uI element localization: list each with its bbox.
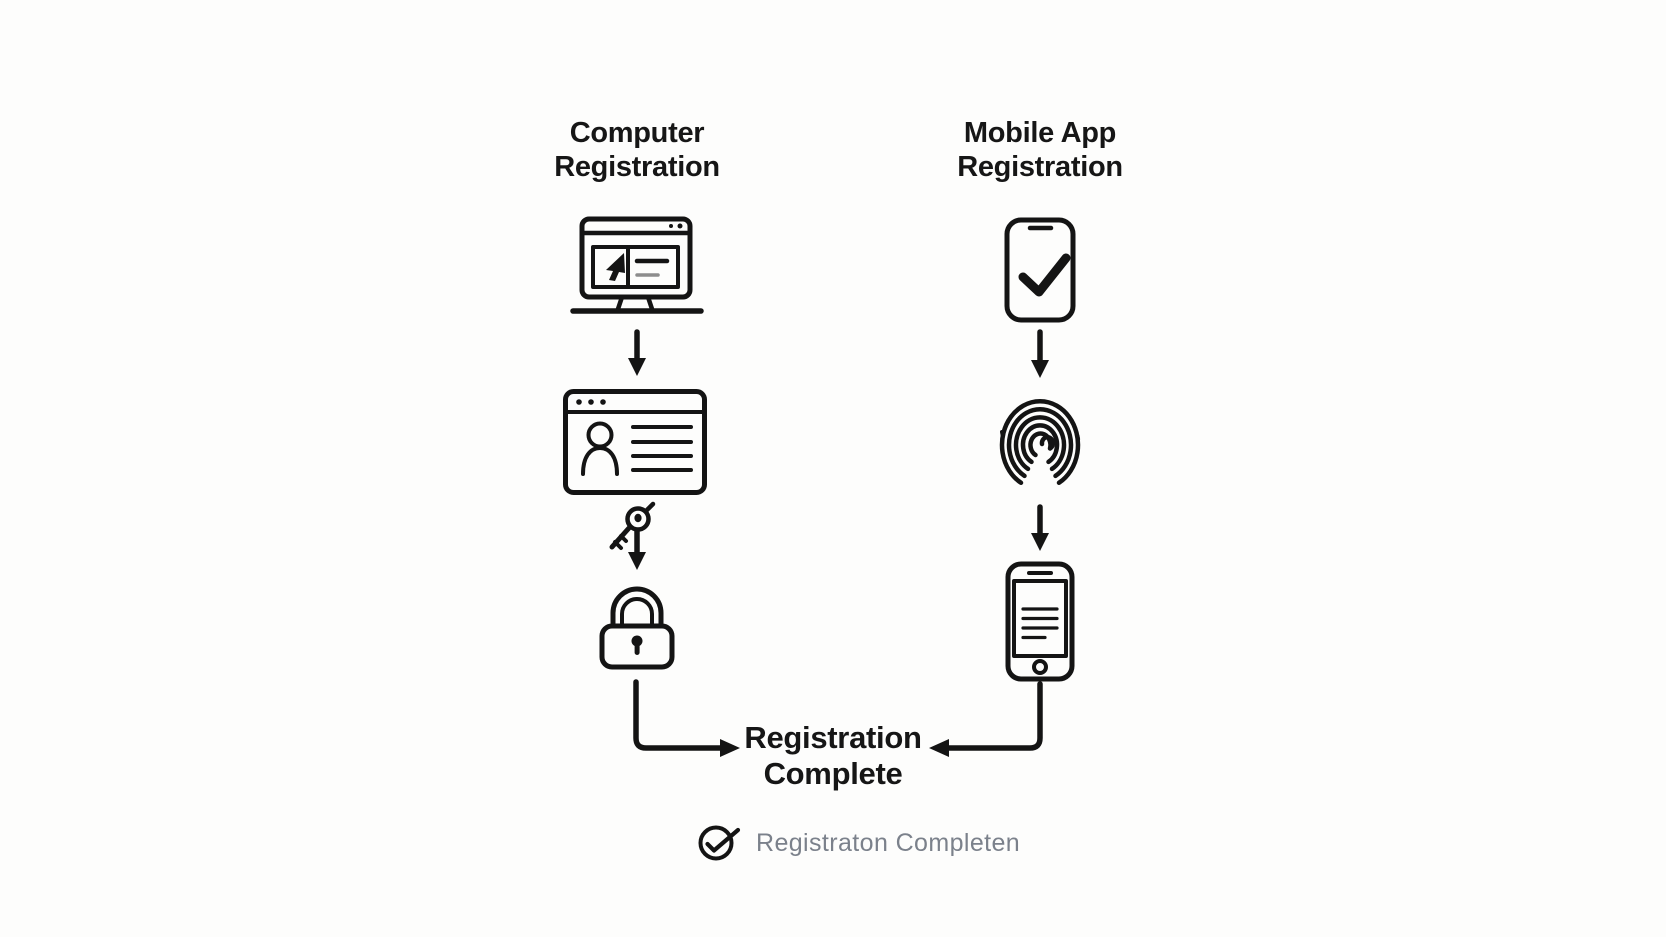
- desktop-monitor-icon: [570, 216, 704, 314]
- keyhole-glyph: [631, 635, 643, 647]
- fingerprint-icon: [999, 399, 1081, 486]
- title-line: Computer: [569, 117, 705, 149]
- home-button-glyph: [1032, 659, 1048, 675]
- footer-caption-text: Registraton Completen: [756, 828, 1021, 857]
- title-line: Registration: [554, 151, 720, 183]
- cursor-glyph: [606, 253, 625, 281]
- smartphone-check-icon: [1004, 217, 1076, 323]
- smartphone-text-icon: [1005, 561, 1075, 682]
- elbow-arrow-right: [929, 681, 1043, 757]
- result-line: Complete: [763, 756, 903, 791]
- check-circle-icon: [698, 825, 741, 861]
- elbow-arrow-left: [633, 679, 740, 757]
- key-icon: [609, 501, 656, 570]
- registration-complete-label: Registration Complete: [740, 720, 926, 792]
- mobile-app-registration-title: Mobile App Registration: [950, 116, 1130, 184]
- registration-form-icon: [563, 389, 707, 495]
- computer-registration-title: Computer Registration: [547, 116, 727, 184]
- user-avatar-glyph: [586, 421, 614, 449]
- down-arrow-icon: [1031, 329, 1049, 378]
- result-line: Registration: [744, 720, 922, 755]
- down-arrow-icon: [1031, 504, 1049, 551]
- down-arrow-icon: [628, 329, 646, 376]
- title-line: Registration: [957, 151, 1123, 183]
- footer-caption: Registraton Completen: [698, 823, 1020, 863]
- padlock-icon: [599, 586, 675, 670]
- title-line: Mobile App: [963, 117, 1117, 149]
- checkmark-glyph: [1018, 253, 1071, 297]
